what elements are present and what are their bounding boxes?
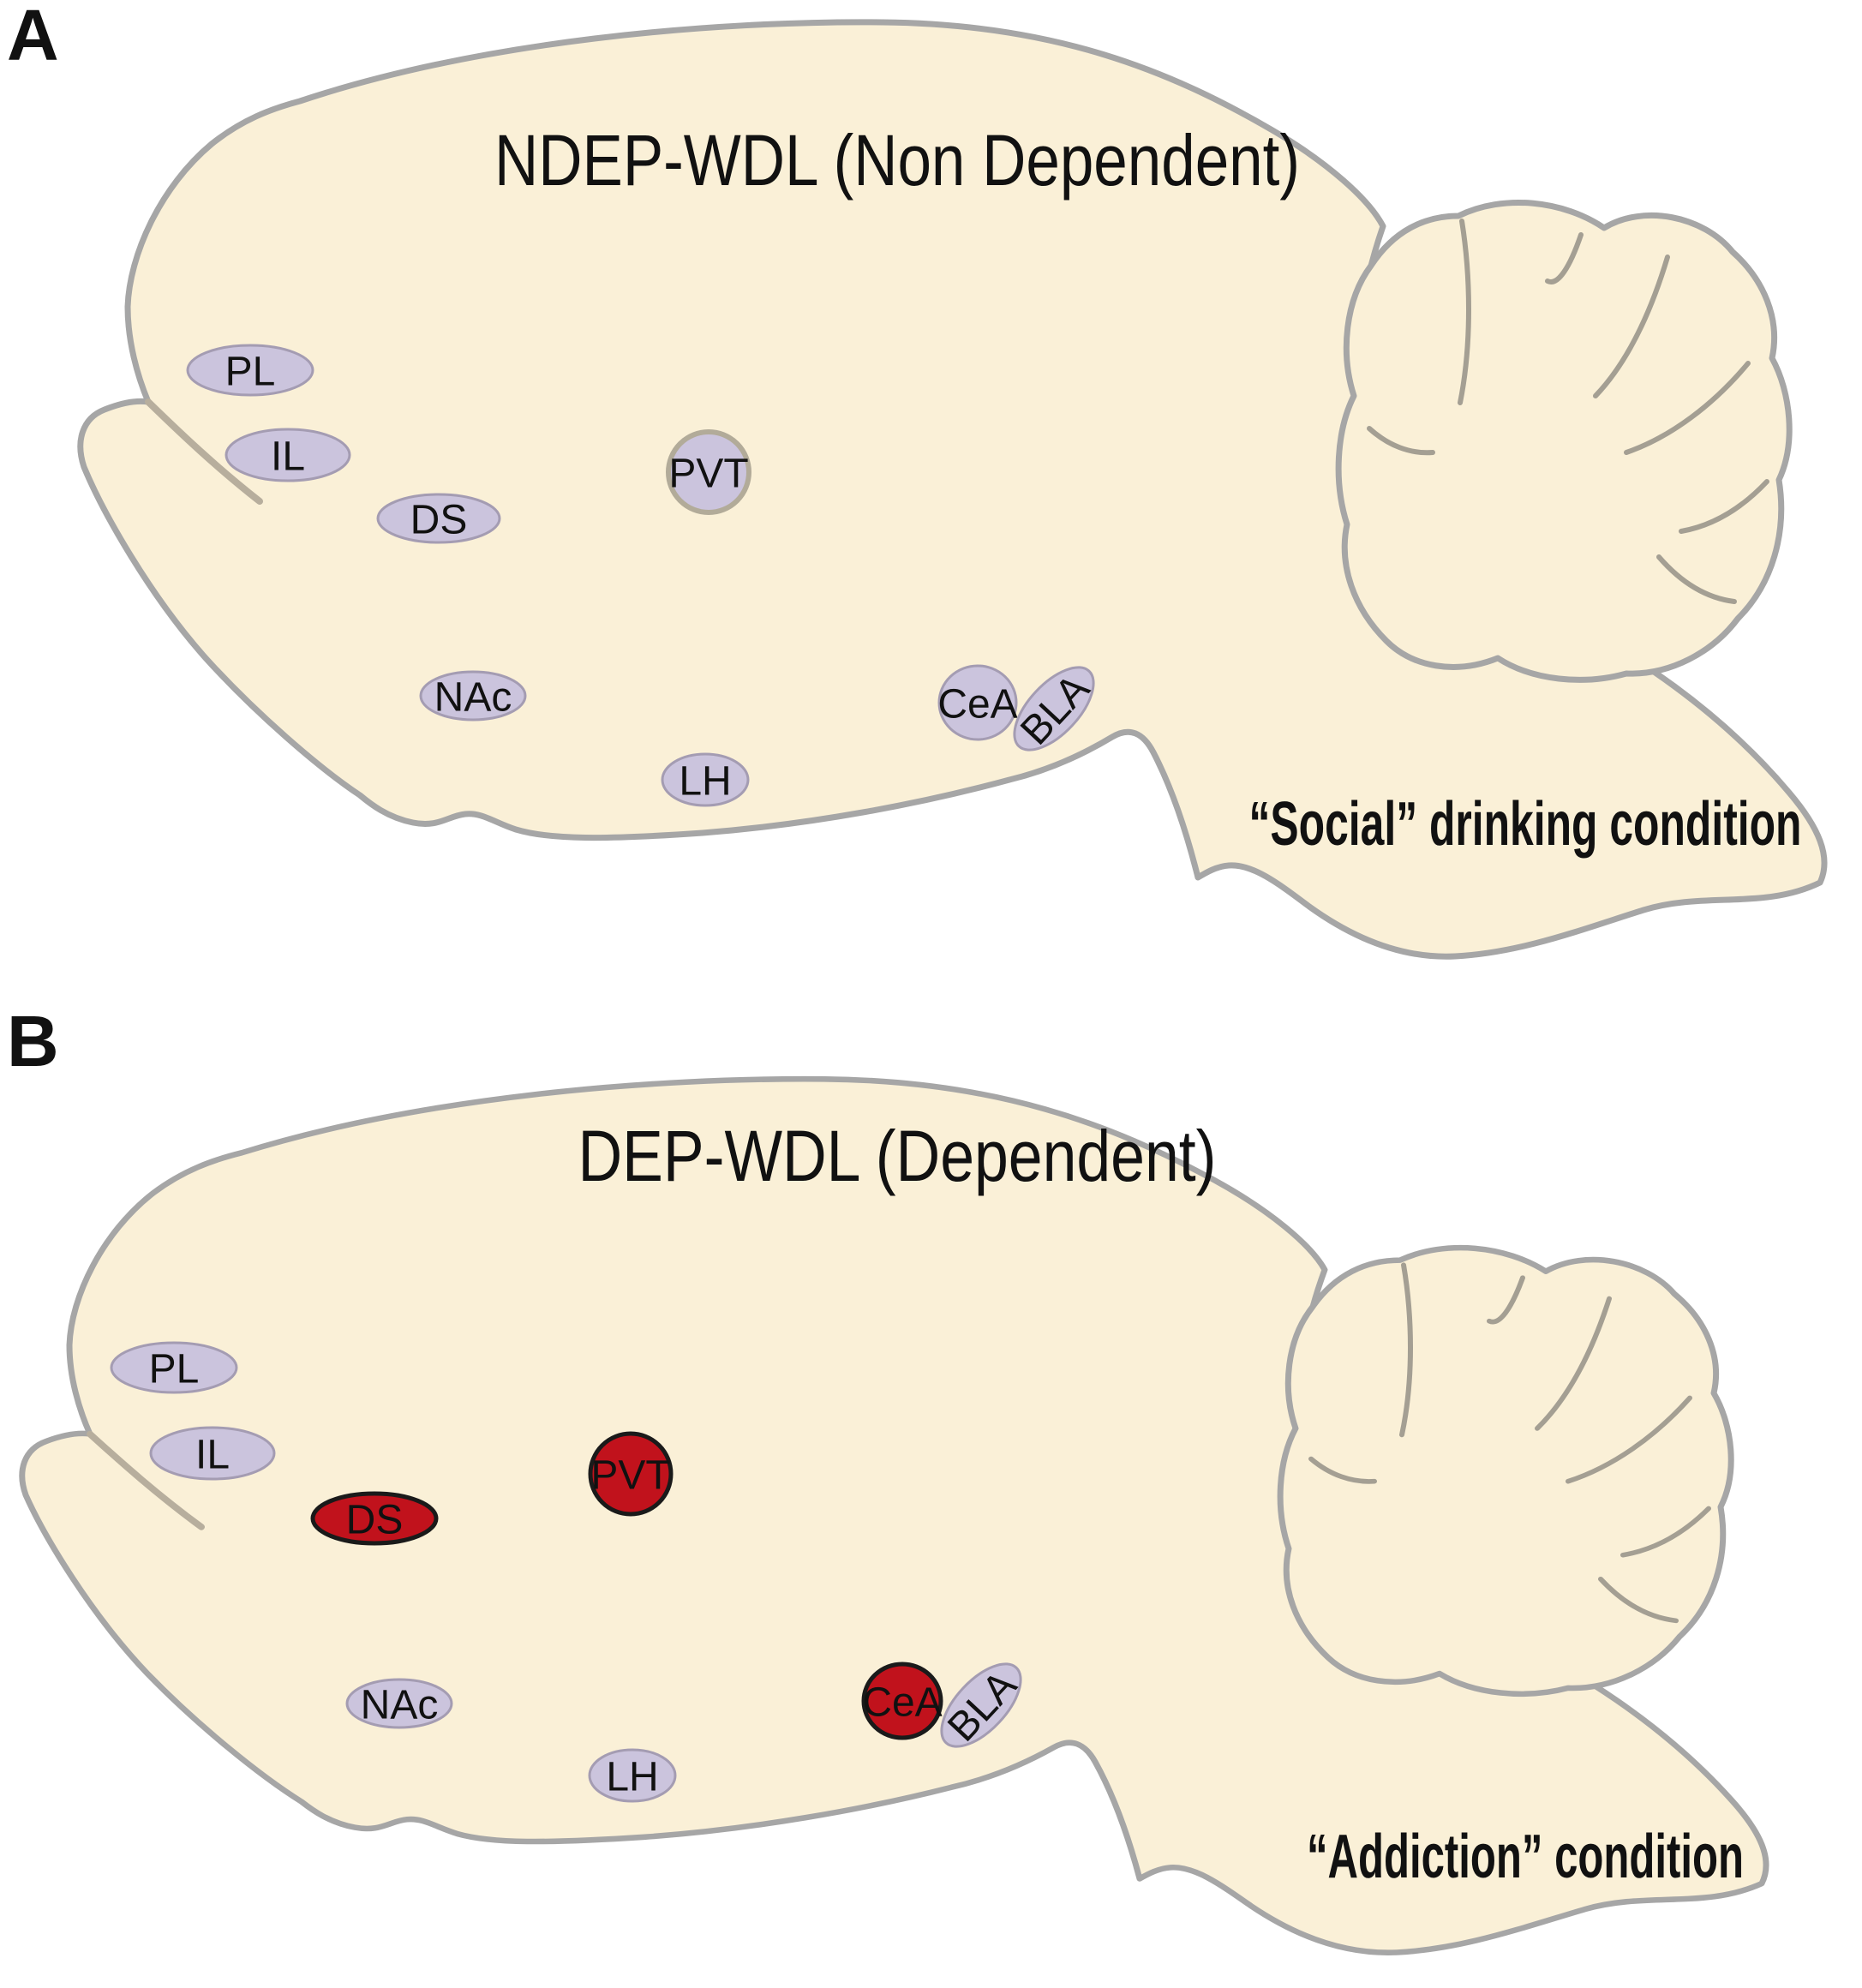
cerebellum-fissure-lines	[1367, 219, 1769, 604]
region-label: PL	[225, 350, 276, 395]
region-label: IL	[195, 1433, 230, 1478]
region-ellipse-normal	[666, 429, 751, 515]
brain-region-B-CeA: CeA	[861, 1662, 943, 1740]
region-label: PL	[149, 1347, 200, 1392]
region-ellipse-normal	[661, 752, 750, 807]
brain-region-A-PL: PL	[186, 344, 314, 397]
panel-letter: A	[7, 0, 59, 75]
region-ellipse-normal	[376, 493, 501, 544]
region-ellipse-normal	[186, 344, 314, 397]
panel-title: NDEP-WDL (Non Dependent)	[494, 120, 1300, 201]
panel-title: DEP-WDL (Dependent)	[578, 1116, 1217, 1196]
region-label: NAc	[361, 1683, 439, 1728]
cerebellum-outline	[1277, 1244, 1734, 1697]
region-label: IL	[271, 434, 305, 480]
region-label: PVT	[590, 1453, 670, 1499]
region-ellipse-normal	[940, 1662, 1022, 1748]
region-label: CeA	[937, 682, 1017, 728]
brain-region-B-IL: IL	[149, 1426, 276, 1481]
brain-region-B-PL: PL	[110, 1341, 238, 1394]
region-label: CeA	[862, 1680, 942, 1726]
region-ellipse-normal	[1013, 666, 1095, 751]
brain-region-A-IL: IL	[225, 428, 351, 482]
region-label: DS	[346, 1498, 404, 1543]
region-ellipse-highlighted	[861, 1662, 943, 1740]
region-ellipse-highlighted	[310, 1491, 439, 1546]
region-ellipse-normal	[588, 1748, 677, 1803]
brain-outline	[77, 19, 1828, 960]
brain-region-B-LH: LH	[588, 1748, 677, 1803]
brain-region-B-DS: DS	[310, 1491, 439, 1546]
region-label: LH	[606, 1755, 658, 1800]
brain-region-A-PVT: PVT	[666, 429, 751, 515]
brain-region-B-NAc: NAc	[345, 1678, 453, 1729]
region-ellipse-normal	[419, 670, 527, 722]
rhinal-fissure-line	[145, 398, 263, 505]
region-ellipse-normal	[225, 428, 351, 482]
brain-B	[19, 1075, 1769, 1955]
cerebellum-outline	[1335, 200, 1793, 683]
panel-letter: B	[7, 1001, 59, 1081]
condition-caption: “Social” drinking condition	[1249, 790, 1802, 859]
region-ellipse-normal	[345, 1678, 453, 1729]
cerebellum-fissure-lines	[1308, 1262, 1711, 1624]
region-label: LH	[679, 759, 731, 805]
brain-region-B-BLA: BLA	[939, 1662, 1026, 1751]
brain-region-A-LH: LH	[661, 752, 750, 807]
region-label: PVT	[668, 452, 748, 497]
brain-region-A-DS: DS	[376, 493, 501, 544]
panel-a: A NDEP-WDL (Non Dependent) “Social” drin…	[7, 0, 1828, 960]
brain-region-A-CeA: CeA	[937, 664, 1018, 741]
panel-b: B DEP-WDL (Dependent) “Addiction” condit…	[7, 1001, 1769, 1955]
region-ellipse-normal	[149, 1426, 276, 1481]
rhinal-fissure-line	[87, 1430, 205, 1530]
region-ellipse-normal	[937, 664, 1018, 741]
brain-region-A-NAc: NAc	[419, 670, 527, 722]
region-label: DS	[410, 498, 468, 543]
region-ellipse-normal	[110, 1341, 238, 1394]
brain-A	[77, 19, 1828, 960]
condition-caption: “Addiction” condition	[1307, 1823, 1744, 1891]
brain-region-B-PVT: PVT	[588, 1431, 674, 1517]
region-label: NAc	[434, 675, 512, 721]
region-ellipse-highlighted	[588, 1431, 674, 1517]
